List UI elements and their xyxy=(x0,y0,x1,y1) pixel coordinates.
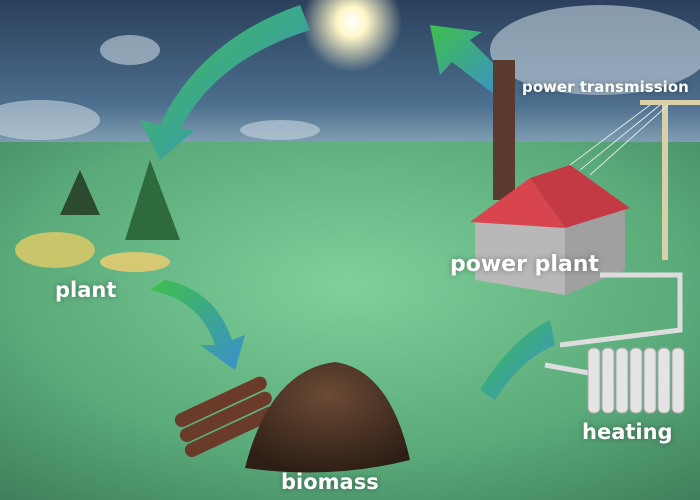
arrow-sun-to-plant xyxy=(140,5,310,160)
chimney xyxy=(493,60,515,200)
radiator xyxy=(587,347,685,414)
power-pole xyxy=(662,100,668,260)
label-biomass: biomass xyxy=(281,470,379,494)
arrow-plant-to-biomass xyxy=(150,280,245,370)
label-heating: heating xyxy=(582,420,673,444)
wood-logs xyxy=(174,376,277,457)
label-power-plant: power plant xyxy=(450,252,599,277)
soil-pile xyxy=(245,362,410,473)
label-plant: plant xyxy=(55,278,117,302)
clouds xyxy=(0,5,700,140)
plants xyxy=(15,160,180,272)
arrow-plant-to-sun xyxy=(430,25,510,95)
arrow-heating xyxy=(480,320,555,400)
label-power-transmission: power transmission xyxy=(522,78,689,96)
sun xyxy=(302,0,402,72)
power-plant-building xyxy=(470,165,630,295)
